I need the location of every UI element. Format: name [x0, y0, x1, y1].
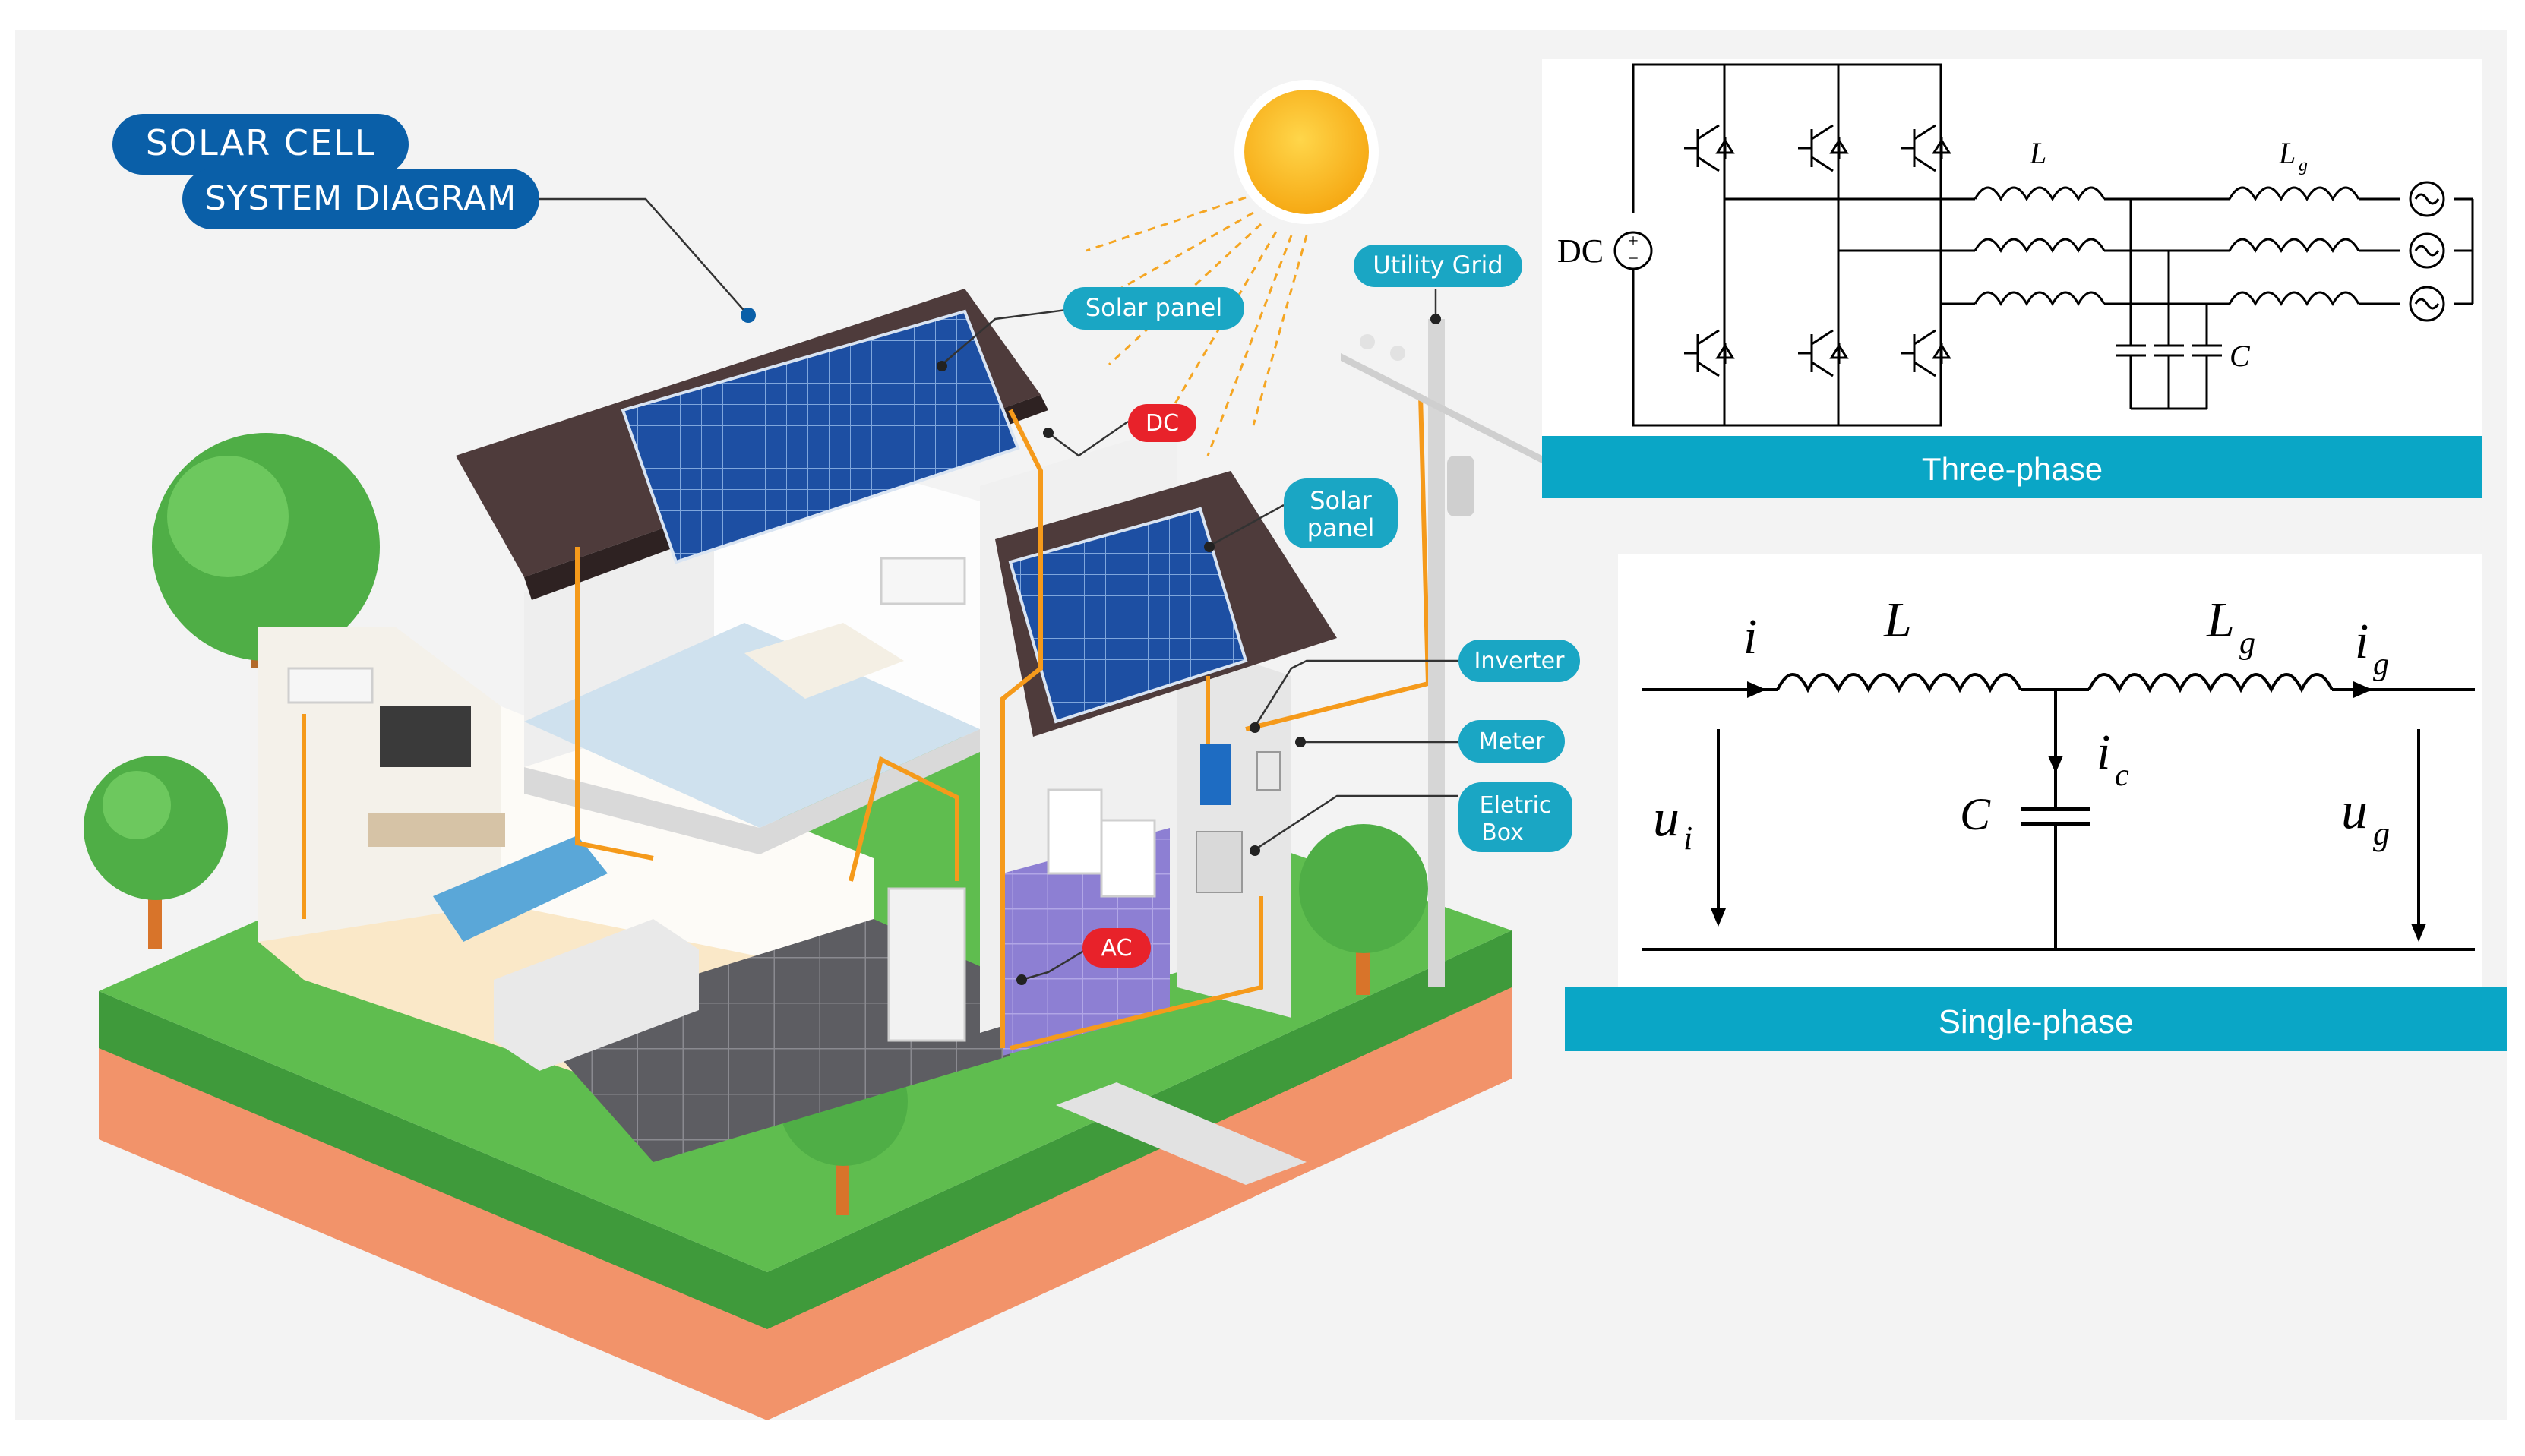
current-arrow-i: [1747, 681, 1766, 698]
bedroom-floor: [524, 623, 980, 828]
meter-device: [1256, 751, 1281, 791]
label-inverter-text: Inverter: [1474, 648, 1566, 674]
leader-lines: [539, 197, 1458, 981]
tv: [380, 706, 471, 767]
grid-source-icons: [2409, 181, 2445, 322]
three-phase-schematic: + − DC: [1542, 59, 2482, 498]
soil-side: [99, 980, 1512, 1420]
current-arrow-ic: [2048, 756, 2063, 773]
inductor-Lg: [2087, 673, 2334, 693]
single-phase-panel: [1618, 554, 2482, 987]
label-solar-panel-side-line2: panel: [1307, 513, 1375, 542]
title-line-2: SYSTEM DIAGRAM: [205, 179, 517, 218]
title-pill-2: SYSTEM DIAGRAM: [182, 169, 539, 229]
inverter-device: [1200, 744, 1231, 805]
label-solar-panel-roof-text: Solar panel: [1086, 293, 1223, 322]
single-ui-sub: i: [1683, 820, 1692, 857]
three-phase-L: L: [2029, 136, 2046, 170]
single-ic-sub: c: [2115, 758, 2129, 793]
single-i: i: [1743, 609, 1757, 665]
single-L: L: [1883, 592, 1912, 648]
single-phase-caption: Single-phase: [1939, 1003, 2134, 1041]
single-ic: i: [2097, 725, 2110, 780]
dc-source-icon: [1613, 231, 1653, 270]
single-Lg: L: [2206, 592, 2235, 648]
fridge: [887, 887, 966, 1042]
three-phase-Lg: L: [2278, 136, 2296, 170]
tree-left-large: [152, 433, 380, 668]
solar-panel-main: [621, 309, 1020, 564]
sidewalk: [1056, 1082, 1307, 1185]
utility-pole: [1341, 319, 1542, 987]
sofa: [433, 835, 608, 942]
tree-left-small: [84, 756, 228, 949]
single-phase-schematic: i L L g i g i c C u i u g Single-phase: [1565, 554, 2507, 1051]
label-inverter: Inverter: [1458, 640, 1580, 682]
kitchen-island: [494, 919, 699, 1071]
tv-stand: [368, 813, 505, 847]
three-phase-caption-bar: [1542, 436, 2482, 498]
side-roof: [995, 471, 1337, 737]
furniture: [287, 557, 1281, 1071]
single-C: C: [1960, 789, 1991, 839]
label-utility-grid-text: Utility Grid: [1373, 251, 1503, 280]
label-solar-panel-side: Solar panel: [1284, 478, 1398, 548]
label-ac-text: AC: [1101, 935, 1133, 962]
single-ig-sub: g: [2373, 647, 2389, 682]
single-Lg-sub: g: [2239, 626, 2255, 661]
three-phase-C: C: [2230, 339, 2251, 373]
label-dc: DC: [1128, 404, 1196, 442]
air-conditioner-upper: [880, 557, 966, 605]
label-solar-panel-side-line1: Solar: [1310, 486, 1372, 515]
single-ug: u: [2341, 782, 2368, 840]
label-eletric-box-line1: Eletric: [1480, 792, 1552, 819]
title-pill-1: SOLAR CELL: [112, 114, 409, 175]
single-ui: u: [1653, 789, 1680, 848]
washer-1: [1047, 788, 1103, 875]
three-phase-Lg-sub: g: [2299, 156, 2308, 175]
air-conditioner-lower: [287, 667, 374, 704]
three-phase-caption: Three-phase: [1922, 451, 2103, 487]
electric-box-device: [1196, 831, 1243, 893]
dc-label: DC: [1557, 232, 1604, 270]
dc-minus: −: [1628, 249, 1639, 269]
label-solar-panel-roof: Solar panel: [1063, 287, 1244, 330]
title-pointer-dot: [741, 308, 756, 323]
bed: [744, 623, 904, 699]
label-eletric-box-line2: Box: [1481, 820, 1524, 846]
inductor-L: [1776, 673, 2022, 693]
bedroom-slab: [524, 729, 980, 854]
main-roof: [456, 289, 1048, 600]
single-ug-sub: g: [2373, 815, 2390, 852]
tree-right: [1299, 824, 1428, 995]
single-ig: i: [2355, 614, 2369, 669]
living-room-back-wall: [258, 627, 501, 942]
label-eletric-box: Eletric Box: [1458, 782, 1572, 852]
current-arrow-ig: [2353, 681, 2372, 698]
voltage-arrow-ui: [1711, 908, 1726, 927]
inductors-L: [1974, 186, 2106, 307]
label-ac: AC: [1082, 928, 1151, 968]
inductors-Lg: [2228, 186, 2360, 307]
living-room-wall: [501, 706, 874, 980]
three-phase-panel: [1542, 59, 2482, 436]
label-meter-text: Meter: [1479, 728, 1546, 755]
grass-edge: [99, 930, 1512, 1329]
voltage-arrow-ug: [2411, 924, 2426, 942]
dc-plus: +: [1628, 232, 1639, 251]
single-phase-caption-bar: [1565, 987, 2507, 1051]
label-utility-grid: Utility Grid: [1354, 245, 1522, 287]
sun: [1234, 80, 1379, 224]
title-line-1: SOLAR CELL: [146, 122, 376, 163]
label-dc-text: DC: [1146, 410, 1179, 437]
switches: [1684, 124, 1951, 377]
washer-2: [1100, 819, 1156, 898]
label-meter: Meter: [1458, 720, 1565, 763]
